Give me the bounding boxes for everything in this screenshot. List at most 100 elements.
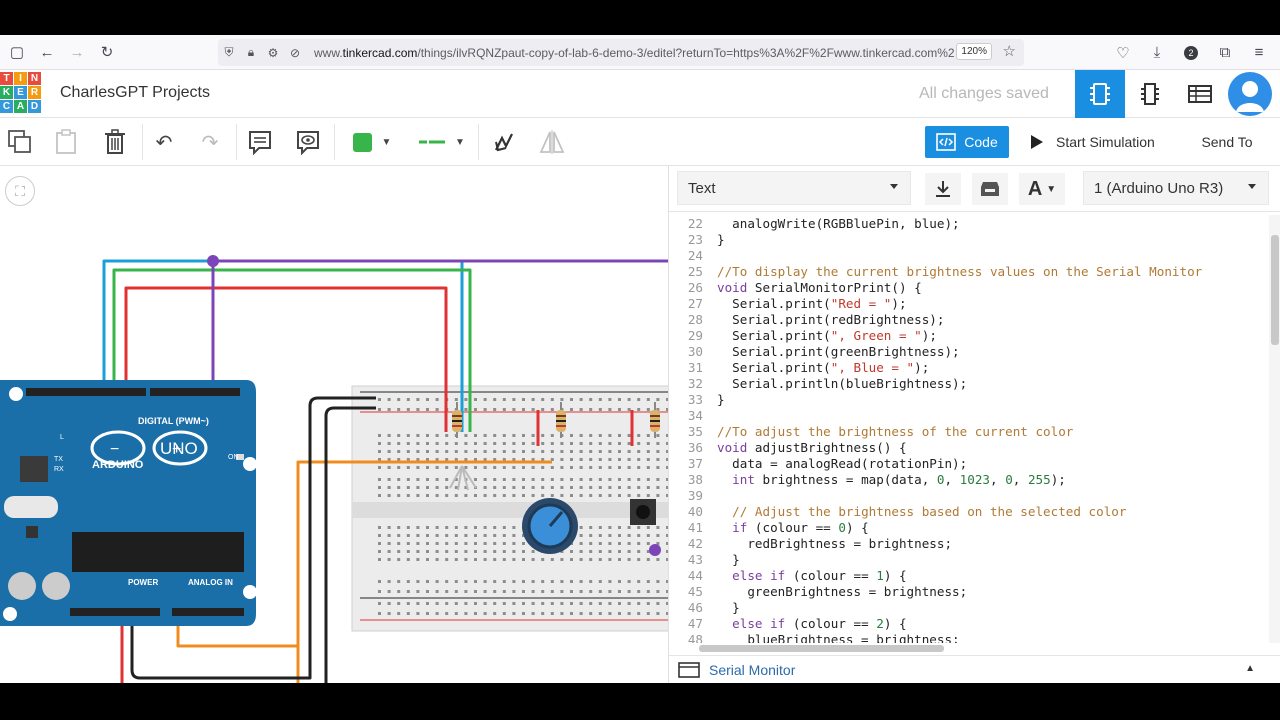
code-line[interactable]: 25//To display the current brightness va… — [669, 264, 1269, 280]
resistor[interactable] — [650, 402, 660, 438]
analog-in-label: ANALOG IN — [188, 578, 233, 587]
sidebar-toggle-icon[interactable]: ▢ — [9, 44, 25, 61]
download-code-icon[interactable] — [925, 173, 961, 205]
visibility-notes-icon[interactable] — [294, 128, 322, 156]
paste-icon[interactable] — [52, 128, 80, 156]
code-line[interactable]: 47 else if (colour == 2) { — [669, 616, 1269, 632]
extensions-icon[interactable]: ⧉ — [1219, 44, 1231, 61]
expand-up-icon[interactable]: ▲ — [1245, 663, 1255, 674]
code-line[interactable]: 34 — [669, 408, 1269, 424]
device-select[interactable]: 1 (Arduino Uno R3) — [1083, 171, 1269, 205]
upload-device-icon[interactable] — [972, 173, 1008, 205]
code-line[interactable]: 39 — [669, 488, 1269, 504]
code-line[interactable]: 22 analogWrite(RGBBluePin, blue); — [669, 216, 1269, 232]
code-button[interactable]: Code — [925, 126, 1009, 158]
line-number: 37 — [687, 456, 703, 471]
reload-icon[interactable]: ↻ — [100, 44, 114, 61]
tracking-icon[interactable]: ⊘ — [289, 45, 301, 60]
line-number: 43 — [687, 552, 703, 567]
start-simulation-button[interactable]: Start Simulation — [1018, 126, 1176, 158]
account-icon[interactable]: 2 — [1176, 38, 1206, 68]
code-line[interactable]: 43 } — [669, 552, 1269, 568]
pushbutton[interactable] — [630, 499, 656, 525]
code-text: void adjustBrightness() { — [717, 440, 907, 455]
editor-vertical-scrollbar[interactable] — [1269, 215, 1280, 643]
scrollbar-thumb[interactable] — [1271, 235, 1279, 345]
component-list-button[interactable] — [1175, 70, 1225, 118]
potentiometer[interactable] — [522, 498, 578, 554]
editor-horizontal-scrollbar[interactable] — [679, 642, 1259, 654]
code-line[interactable]: 23} — [669, 232, 1269, 248]
arduino-uno[interactable]: − + — [0, 380, 257, 626]
code-line[interactable]: 41 if (colour == 0) { — [669, 520, 1269, 536]
resistor[interactable] — [556, 402, 566, 438]
code-text: Serial.print(", Green = "); — [717, 328, 937, 343]
redo-icon[interactable]: ↷ — [201, 131, 219, 154]
account-badge: 2 — [1184, 45, 1198, 60]
rgb-led[interactable] — [449, 465, 477, 491]
code-line[interactable]: 48 blueBrightness = brightness; — [669, 632, 1269, 643]
zoom-level[interactable]: 120% — [956, 43, 992, 60]
address-bar[interactable]: ⛨ 🔒︎ ⚙ ⊘ www.tinkercad.com/things/ilvRQN… — [218, 39, 1024, 66]
code-line[interactable]: 28 Serial.print(redBrightness); — [669, 312, 1269, 328]
permissions-icon[interactable]: ⚙ — [267, 45, 279, 60]
flip-icon[interactable] — [538, 128, 566, 156]
code-line[interactable]: 44 else if (colour == 1) { — [669, 568, 1269, 584]
code-text: Serial.println(blueBrightness); — [717, 376, 968, 391]
breadboard[interactable] — [351, 385, 668, 632]
send-to-button[interactable]: Send To — [1201, 134, 1253, 150]
resistor[interactable] — [452, 402, 462, 438]
undo-icon[interactable]: ↶ — [155, 131, 173, 154]
code-line[interactable]: 27 Serial.print("Red = "); — [669, 296, 1269, 312]
copy-icon[interactable] — [6, 128, 34, 156]
circuit-canvas[interactable]: ⛶ — [0, 166, 668, 683]
url-text: www.tinkercad.com/things/ilvRQNZpaut-cop… — [314, 45, 954, 60]
fit-view-icon[interactable]: ⛶ — [5, 176, 35, 206]
chevron-down-icon: ▼ — [455, 136, 465, 148]
line-number: 25 — [687, 264, 703, 279]
bookmark-star-icon[interactable]: ☆ — [1002, 43, 1016, 60]
code-mode-select[interactable]: Text — [677, 171, 911, 205]
menu-icon[interactable]: ≡ — [1254, 44, 1264, 61]
back-icon[interactable]: ← — [39, 43, 55, 61]
rx-led-label: RX — [54, 466, 64, 473]
code-line[interactable]: 37 data = analogRead(rotationPin); — [669, 456, 1269, 472]
code-line[interactable]: 33} — [669, 392, 1269, 408]
code-text: data = analogRead(rotationPin); — [717, 456, 968, 471]
line-number: 36 — [687, 440, 703, 455]
notes-icon[interactable] — [246, 128, 274, 156]
code-text: Serial.print("Red = "); — [717, 296, 907, 311]
user-avatar[interactable] — [1228, 72, 1272, 116]
code-line[interactable]: 42 redBrightness = brightness; — [669, 536, 1269, 552]
code-line[interactable]: 31 Serial.print(", Blue = "); — [669, 360, 1269, 376]
code-line[interactable]: 30 Serial.print(greenBrightness); — [669, 344, 1269, 360]
pocket-icon[interactable]: ♡ — [1116, 44, 1130, 62]
code-line[interactable]: 29 Serial.print(", Green = "); — [669, 328, 1269, 344]
fill-color-picker[interactable]: ▼ — [344, 128, 400, 156]
code-line[interactable]: 40 // Adjust the brightness based on the… — [669, 504, 1269, 520]
rotate-icon[interactable] — [490, 128, 518, 156]
font-size-icon[interactable]: A▼ — [1019, 173, 1065, 205]
project-title[interactable]: CharlesGPT Projects — [60, 84, 210, 101]
code-line[interactable]: 45 greenBrightness = brightness; — [669, 584, 1269, 600]
serial-monitor-bar[interactable]: Serial Monitor ▲ — [669, 655, 1280, 683]
downloads-icon[interactable]: ⤓ — [1153, 44, 1161, 61]
code-line[interactable]: 38 int brightness = map(data, 0, 1023, 0… — [669, 472, 1269, 488]
code-line[interactable]: 46 } — [669, 600, 1269, 616]
delete-icon[interactable] — [101, 128, 129, 156]
code-line[interactable]: 24 — [669, 248, 1269, 264]
circuit-view-button[interactable] — [1075, 70, 1125, 118]
line-number: 34 — [687, 408, 703, 423]
code-text: blueBrightness = brightness; — [717, 632, 960, 643]
forward-icon[interactable]: → — [69, 43, 85, 61]
code-line[interactable]: 32 Serial.println(blueBrightness); — [669, 376, 1269, 392]
code-line[interactable]: 35//To adjust the brightness of the curr… — [669, 424, 1269, 440]
circuit-drawing: − + — [0, 255, 668, 683]
schematic-view-button[interactable] — [1125, 70, 1175, 118]
code-line[interactable]: 36 void adjustBrightness() { — [669, 440, 1269, 456]
wire-style-picker[interactable]: ▼ — [410, 128, 472, 156]
scrollbar-thumb[interactable] — [699, 645, 944, 652]
